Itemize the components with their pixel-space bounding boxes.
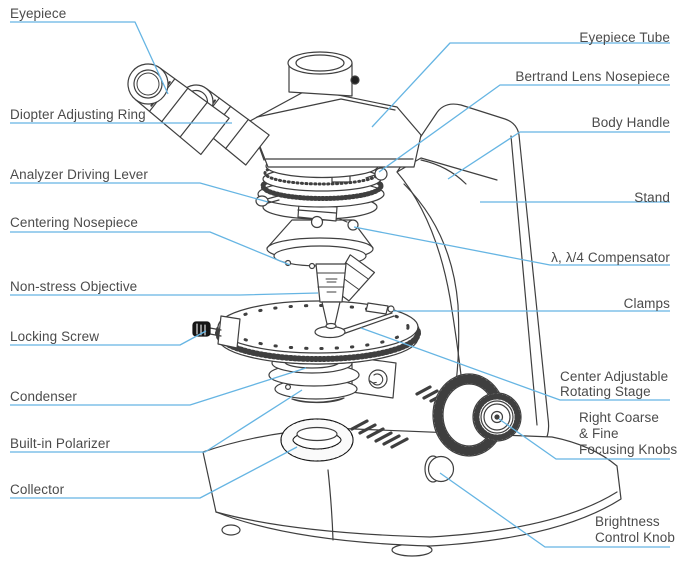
stage-drawing [215, 300, 421, 365]
leader-collector [10, 446, 298, 499]
label-line: Right Coarse [579, 410, 659, 425]
stage-clamp [365, 302, 389, 315]
non-stress-objective-drawing [315, 263, 347, 330]
bertrand-lens-knob [374, 167, 388, 181]
leader-centering-nosepiece [10, 231, 291, 266]
analyzer-lever-knob [255, 195, 269, 207]
leader-built-in-polarizer [10, 389, 303, 453]
label-line: Brightness [595, 514, 660, 529]
label-condenser: Condenser [10, 389, 77, 404]
leader-analyzer-driving-lever [10, 182, 269, 203]
eyepiece-upper-drawing [127, 63, 230, 156]
label-compensator: λ, λ/4 Compensator [551, 250, 670, 265]
leader-non-stress-objective [10, 292, 319, 296]
objectives-drawing [315, 254, 376, 330]
label-line: & Fine [579, 426, 619, 441]
label-eyepiece-tube: Eyepiece Tube [579, 30, 670, 45]
leader-lines [10, 21, 670, 548]
focusing-knobs-drawing [432, 373, 522, 457]
leader-eyepiece-tube [371, 42, 670, 128]
compensator-knob [347, 219, 359, 231]
leader-compensator [353, 226, 670, 266]
vent-slots [350, 385, 446, 449]
label-bertrand-lens-nosepiece: Bertrand Lens Nosepiece [515, 69, 670, 84]
label-line: Focusing Knobs [579, 442, 678, 457]
analyzer-lever-stem [266, 195, 280, 204]
leader-locking-screw [10, 330, 207, 346]
leader-eyepiece [10, 21, 169, 95]
collector-drawing [280, 418, 354, 462]
label-center-adjustable-rotating-stage: Center Adjustable Rotating Stage [560, 369, 668, 399]
label-locking-screw: Locking Screw [10, 329, 100, 344]
body-handle-drawing [420, 159, 467, 185]
leader-bertrand-lens-nosepiece [378, 84, 670, 173]
label-body-handle: Body Handle [591, 115, 670, 130]
brightness-knob-drawing [424, 455, 455, 483]
label-diopter-adjusting-ring: Diopter Adjusting Ring [10, 107, 146, 122]
leader-condenser [10, 367, 307, 406]
label-brightness-control-knob: Brightness Control Knob [595, 514, 675, 546]
phototube-drawing [287, 51, 360, 97]
label-centering-nosepiece: Centering Nosepiece [10, 215, 138, 230]
locking-screw-drawing [192, 315, 241, 349]
label-non-stress-objective: Non-stress Objective [10, 279, 138, 294]
label-analyzer-driving-lever: Analyzer Driving Lever [10, 167, 149, 182]
label-stand: Stand [634, 190, 670, 205]
label-collector: Collector [10, 482, 65, 497]
label-built-in-polarizer: Built-in Polarizer [10, 436, 111, 451]
label-eyepiece: Eyepiece [10, 6, 67, 21]
base-drawing [202, 427, 622, 557]
centering-nosepiece-drawing [266, 219, 374, 270]
leader-brightness-control-knob [439, 472, 670, 548]
label-clamps: Clamps [623, 296, 670, 311]
leader-focusing-knobs [498, 418, 670, 460]
leader-rotating-stage [360, 327, 670, 401]
label-line: Center Adjustable [560, 369, 669, 384]
label-line: Rotating Stage [560, 384, 651, 399]
label-right-coarse-fine-focusing-knobs: Right Coarse & Fine Focusing Knobs [579, 410, 677, 458]
label-line: Control Knob [595, 530, 675, 545]
base-foot [221, 524, 241, 536]
leader-body-handle [447, 131, 670, 180]
